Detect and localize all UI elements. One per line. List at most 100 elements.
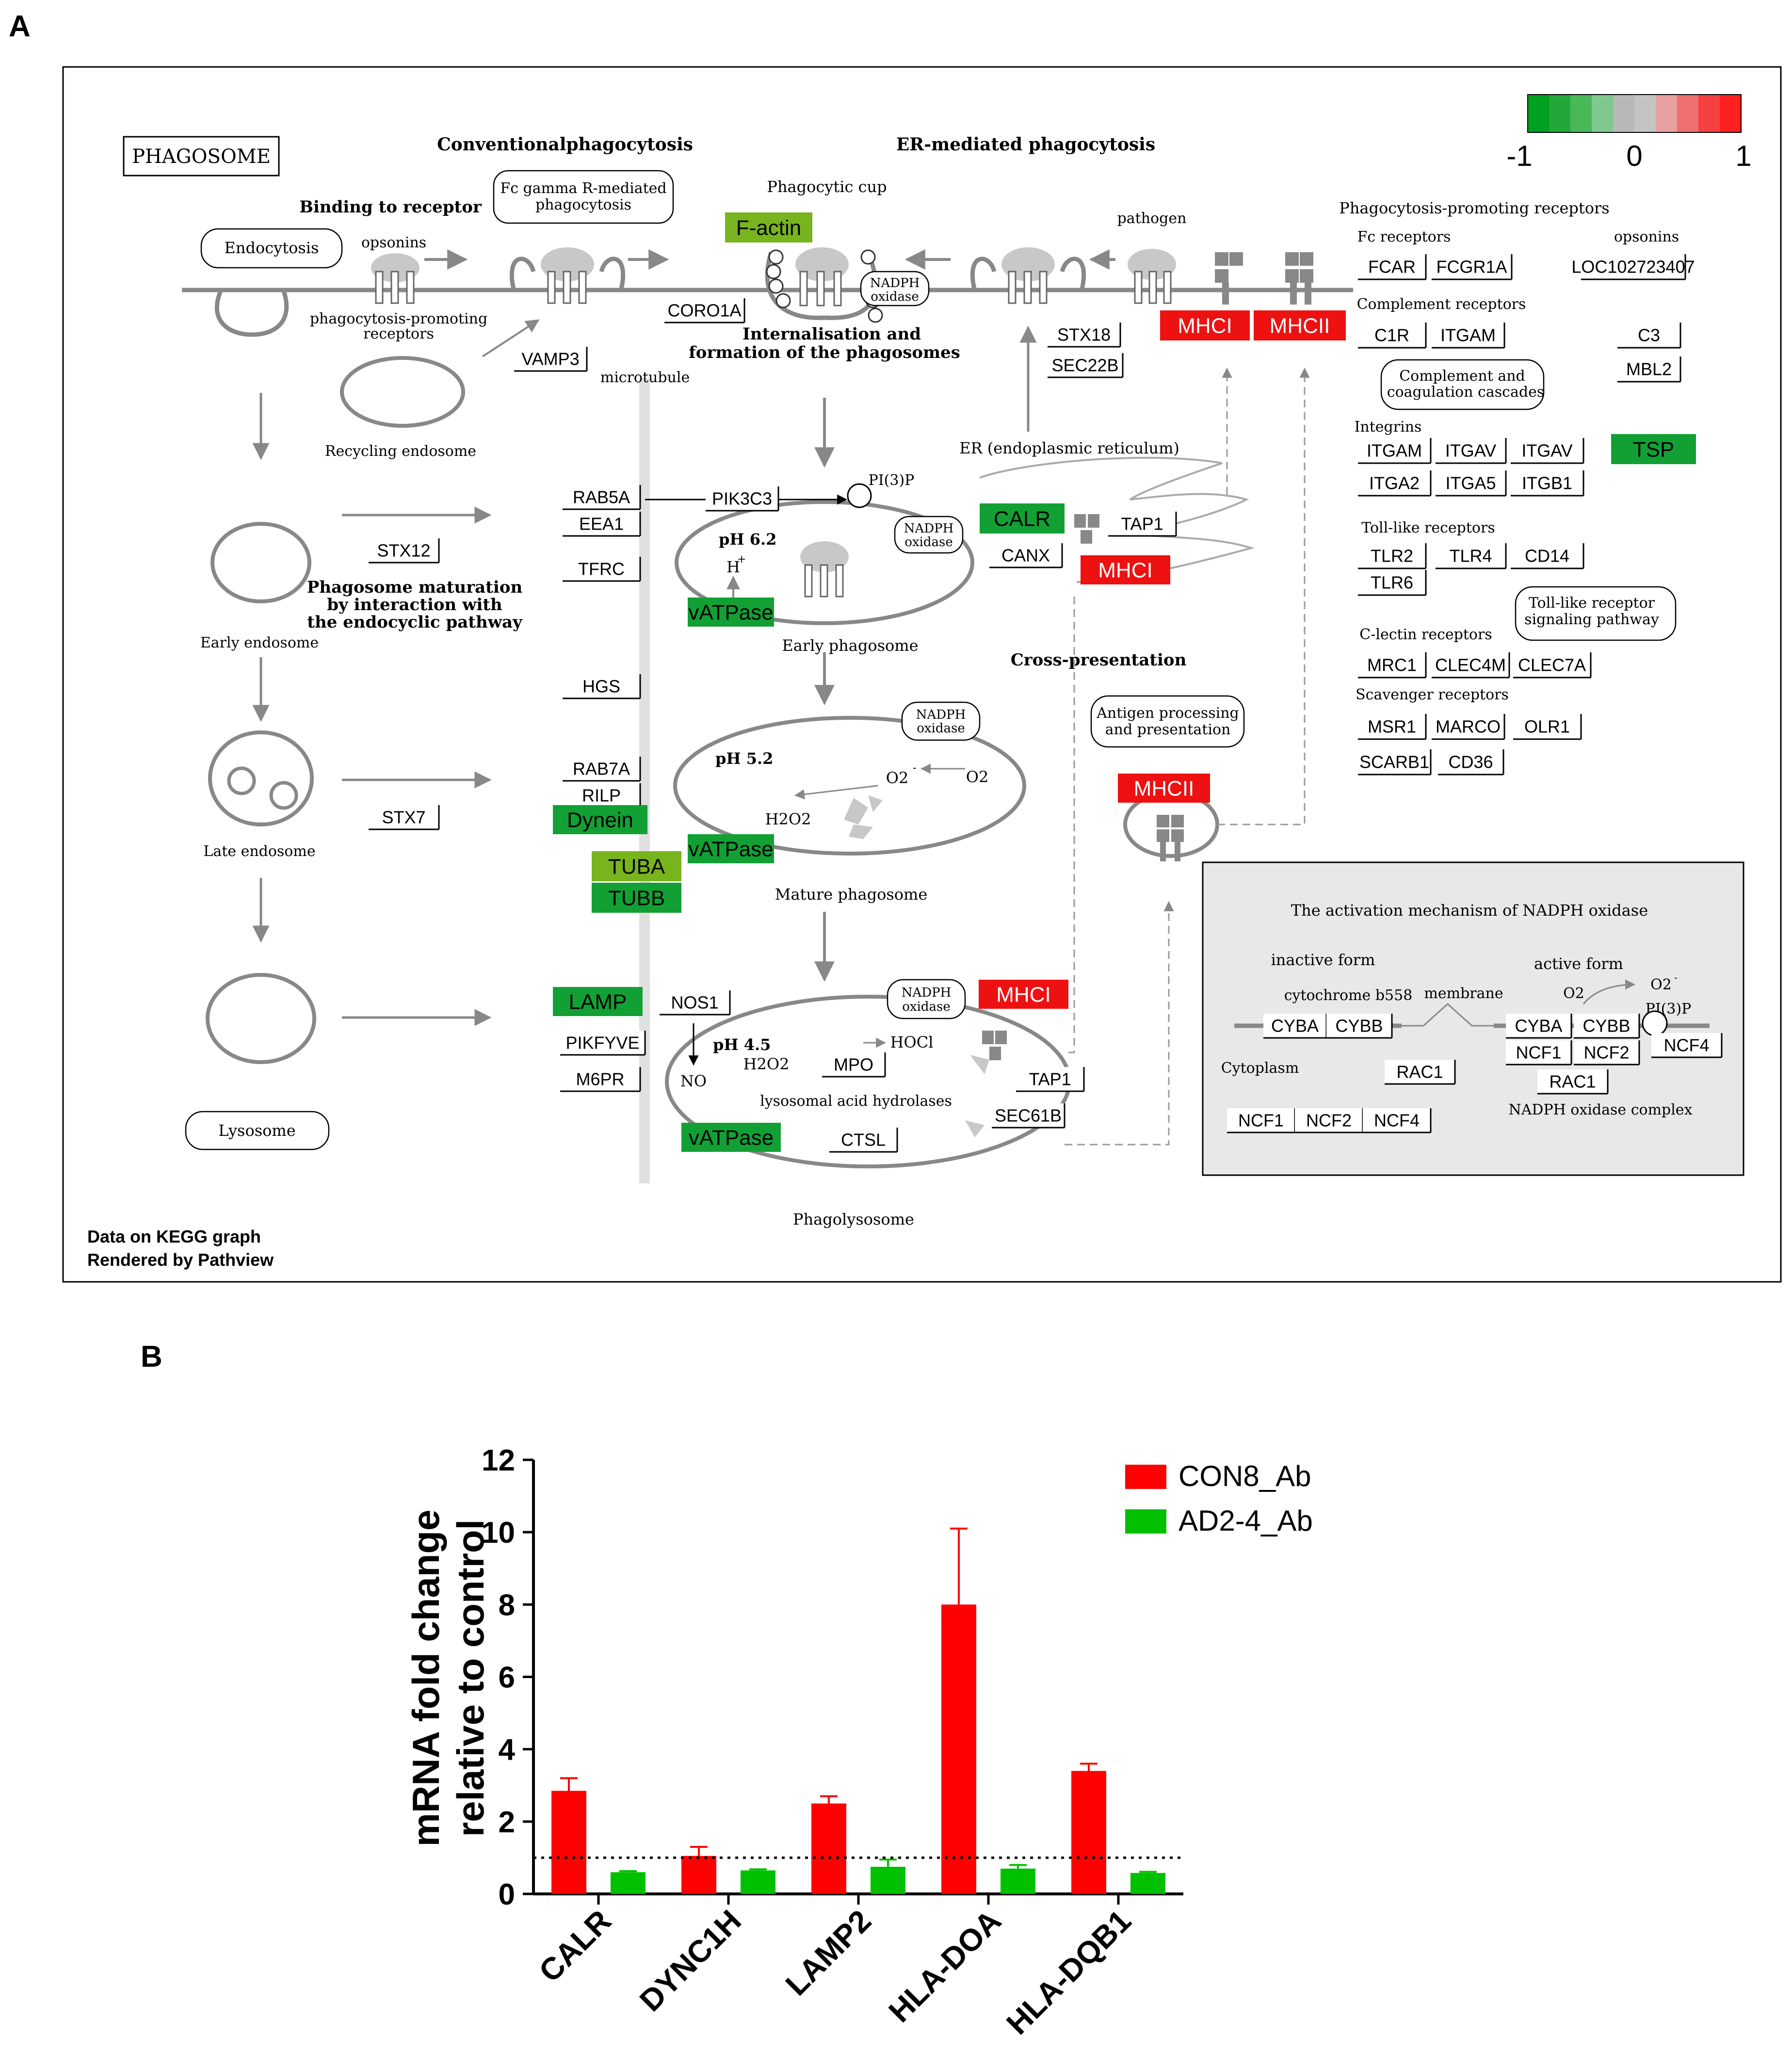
gene-ncf4-in[interactable]: NCF4 [1363, 1108, 1432, 1133]
gene-box-bg [979, 980, 1068, 1009]
gene-box-bg [1617, 323, 1680, 348]
gene-marco[interactable]: MARCO [1432, 714, 1505, 740]
gene-c3[interactable]: C3 [1617, 323, 1681, 349]
gene-sec22b[interactable]: SEC22B [1048, 353, 1124, 378]
gene-calr[interactable]: CALR [980, 503, 1065, 533]
tlr-pathway-node[interactable] [1515, 586, 1677, 641]
gene-olr1[interactable]: OLR1 [1513, 714, 1582, 740]
gene-vatpase1[interactable]: vATPase [688, 598, 774, 627]
gene-mhcii-top[interactable]: MHCII [1254, 310, 1346, 340]
gene-tlr4[interactable]: TLR4 [1436, 543, 1507, 569]
gene-itgam-c[interactable]: ITGAM [1432, 323, 1505, 349]
nadph-mature-node[interactable] [901, 701, 981, 741]
gene-cybb-act[interactable]: CYBB [1574, 1014, 1640, 1039]
gene-tfrc[interactable]: TFRC [563, 557, 641, 582]
endocytosis-node[interactable] [200, 228, 343, 269]
y-tick-label: 2 [499, 1806, 515, 1839]
gene-vatpase3[interactable]: vATPase [681, 1123, 781, 1152]
gene-rac1-act[interactable]: RAC1 [1537, 1069, 1609, 1095]
nadph-early-node[interactable] [894, 516, 964, 554]
gene-rilp[interactable]: RILP [563, 783, 641, 808]
fc-gamma-node[interactable] [493, 170, 674, 224]
gene-lamp[interactable]: LAMP [553, 987, 643, 1016]
gene-cybb-in[interactable]: CYBB [1326, 1014, 1393, 1039]
gene-itgam[interactable]: ITGAM [1358, 438, 1432, 464]
nadph-oxidase-cup-node[interactable] [860, 271, 930, 307]
gene-c1r[interactable]: C1R [1358, 323, 1427, 349]
gene-mhci-mid[interactable]: MHCI [1081, 555, 1170, 584]
gene-tap1-top[interactable]: TAP1 [1108, 512, 1177, 537]
gene-cyba-in[interactable]: CYBA [1263, 1014, 1327, 1039]
gene-label: RAC1 [1549, 1072, 1596, 1092]
gene-mhci-bot[interactable]: MHCI [979, 980, 1068, 1009]
gene-itga5[interactable]: ITGA5 [1436, 470, 1507, 497]
gene-tubb[interactable]: TUBB [592, 883, 681, 913]
gene-ctsl[interactable]: CTSL [829, 1128, 898, 1153]
gene-mpo[interactable]: MPO [822, 1052, 886, 1078]
gene-fcgr1a[interactable]: FCGR1A [1432, 254, 1513, 280]
gene-pik3c3[interactable]: PIK3C3 [706, 486, 779, 512]
gene-m6pr[interactable]: M6PR [560, 1067, 641, 1092]
gene-itgb1[interactable]: ITGB1 [1511, 470, 1584, 497]
gene-vatpase2[interactable]: vATPase [688, 834, 774, 863]
gene-tlr2[interactable]: TLR2 [1358, 543, 1427, 569]
gene-ncf4-act[interactable]: NCF4 [1651, 1033, 1723, 1058]
gene-rac1-in[interactable]: RAC1 [1385, 1060, 1456, 1085]
gene-pikfyve[interactable]: PIKFYVE [560, 1031, 646, 1056]
gene-sec61b[interactable]: SEC61B [992, 1103, 1066, 1129]
gene-rab7a[interactable]: RAB7A [563, 757, 641, 782]
gene-eea1[interactable]: EEA1 [563, 512, 641, 537]
gene-tsp[interactable]: TSP [1611, 434, 1696, 464]
phagocytosis-cup-shape [509, 247, 626, 304]
gene-f-actin[interactable]: F-actin [725, 212, 812, 242]
gene-tuba[interactable]: TUBA [592, 851, 681, 881]
gene-mrc1[interactable]: MRC1 [1358, 652, 1427, 679]
gene-cd36[interactable]: CD36 [1438, 749, 1504, 776]
complement-cascades-node[interactable] [1380, 359, 1545, 410]
gene-ncf2-act[interactable]: NCF2 [1574, 1040, 1640, 1066]
gene-coro1a[interactable]: CORO1A [664, 298, 745, 323]
nadph-phl-node[interactable] [887, 979, 966, 1019]
fragment-3 [849, 824, 873, 839]
gene-box-bg [1081, 555, 1170, 584]
gene-stx7[interactable]: STX7 [369, 805, 440, 830]
gene-mhcii-mid[interactable]: MHCII [1118, 774, 1210, 803]
gene-box-bg [1432, 254, 1512, 279]
gene-stx18[interactable]: STX18 [1048, 323, 1121, 348]
gene-ncf1-act[interactable]: NCF1 [1506, 1040, 1572, 1066]
gene-hgs[interactable]: HGS [563, 674, 641, 699]
gene-loc[interactable]: LOC102723407 [1571, 254, 1695, 280]
gene-cd14[interactable]: CD14 [1511, 543, 1584, 569]
gene-itgav2[interactable]: ITGAV [1511, 438, 1584, 464]
gene-msr1[interactable]: MSR1 [1358, 714, 1427, 740]
late-endosome-label: Late endosome [203, 843, 315, 860]
gene-box-bg [1326, 1014, 1392, 1038]
gene-box-bg [563, 783, 640, 808]
gene-scarb1[interactable]: SCARB1 [1358, 749, 1432, 776]
gene-rab5a[interactable]: RAB5A [563, 485, 641, 510]
gene-clec7a[interactable]: CLEC7A [1513, 652, 1592, 679]
gene-ncf2-in[interactable]: NCF2 [1295, 1108, 1364, 1133]
gene-tlr6[interactable]: TLR6 [1358, 570, 1427, 596]
gene-tap1-bot[interactable]: TAP1 [1016, 1067, 1085, 1092]
gene-mhci-top[interactable]: MHCI [1160, 310, 1250, 340]
lysosome-node[interactable] [185, 1111, 330, 1150]
opsonins-header: opsonins [1614, 228, 1679, 245]
gene-label: F-actin [736, 216, 801, 240]
gene-fcar[interactable]: FCAR [1358, 254, 1427, 280]
gene-nos1[interactable]: NOS1 [660, 990, 731, 1016]
legend-swatch [1656, 95, 1678, 132]
gene-vamp3[interactable]: VAMP3 [514, 347, 588, 372]
gene-canx[interactable]: CANX [989, 543, 1063, 568]
gene-cyba-act[interactable]: CYBA [1506, 1014, 1572, 1039]
gene-stx12[interactable]: STX12 [369, 538, 440, 564]
gene-dynein[interactable]: Dynein [553, 805, 647, 834]
gene-clec4m[interactable]: CLEC4M [1432, 652, 1510, 679]
fc-receptors-header: Fc receptors [1357, 228, 1451, 245]
gene-ncf1-in[interactable]: NCF1 [1227, 1108, 1296, 1133]
antigen-processing-node[interactable] [1090, 695, 1245, 748]
gene-itgav1[interactable]: ITGAV [1436, 438, 1507, 464]
gene-itga2[interactable]: ITGA2 [1358, 470, 1432, 497]
legend-label-1: AD2-4_Ab [1179, 1504, 1313, 1537]
gene-mbl2[interactable]: MBL2 [1617, 356, 1681, 383]
